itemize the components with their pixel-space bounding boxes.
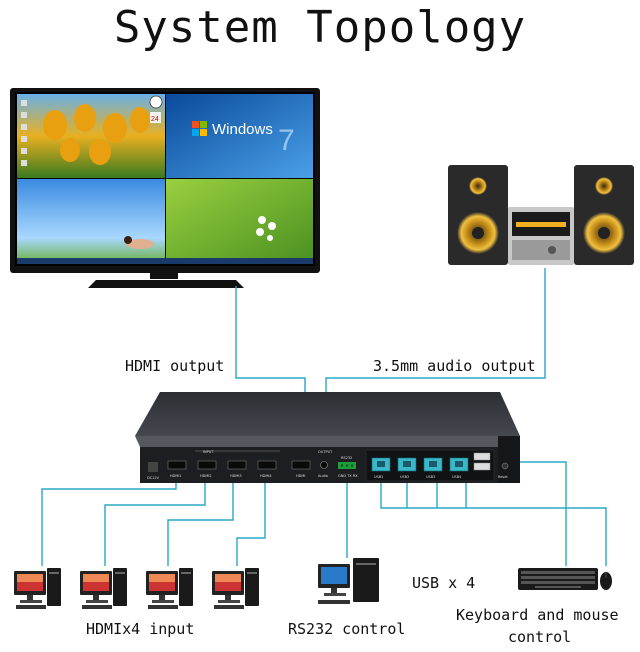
usb-host-ports — [473, 452, 491, 471]
hdmi-output-label: HDMI output — [125, 357, 225, 375]
mouse-icon — [600, 572, 612, 590]
rs232-sub-label: GND TX RX — [338, 474, 358, 478]
computer-icon — [80, 568, 127, 609]
tv-monitor: Windows 7 24 — [10, 88, 320, 288]
hdmi-input-label: HDMIx4 input — [86, 620, 195, 638]
device-output-label: OUTPUT — [318, 450, 333, 454]
page-title: System Topology — [113, 2, 527, 53]
keyboard-mouse-label-line2: control — [508, 628, 572, 646]
audio-jack — [320, 461, 328, 469]
audio-label: Audio — [318, 474, 328, 478]
kvm-switch-device: INPUT OUTPUT DC12V HDMI1 HDMI2 HDMI3 HDM… — [135, 392, 520, 483]
hdmi-out-label: HDMI — [296, 474, 305, 478]
hdmi3-label: HDMI3 — [230, 474, 242, 478]
usb2-label: USB2 — [400, 475, 409, 479]
hdmi4-label: HDMI4 — [260, 474, 272, 478]
usb1-label: USB1 — [374, 475, 383, 479]
clock-icon — [149, 95, 163, 109]
computer-icon — [212, 568, 259, 609]
computer-icons — [14, 568, 259, 609]
calendar-icon — [150, 112, 161, 123]
computer-icon — [146, 568, 193, 609]
tv-clock: 24 — [151, 116, 159, 123]
audio-output-label: 3.5mm audio output — [373, 357, 536, 375]
tv-windows-text: Windows — [212, 121, 273, 138]
keyboard-mouse-label: Keyboard and mouse — [456, 606, 619, 624]
rs232-computer-icon — [318, 558, 379, 604]
rs232-label: RS232 — [341, 456, 352, 460]
usb4-label: USB4 — [452, 475, 462, 479]
hdmi-input-ports: HDMI1 HDMI2 HDMI3 HDMI4 — [167, 460, 277, 478]
reset-button — [501, 462, 509, 470]
speaker-system — [448, 165, 634, 265]
keyboard-icon — [518, 568, 598, 590]
usb3-label: USB3 — [426, 475, 435, 479]
device-input-label: INPUT — [203, 450, 214, 454]
dc-power-port — [148, 462, 158, 472]
dc-port-label: DC12V — [147, 476, 160, 480]
hdmi1-label: HDMI1 — [170, 474, 182, 478]
usb-label: USB x 4 — [412, 574, 476, 592]
hdmi-output-port — [291, 460, 311, 470]
computer-icon — [14, 568, 61, 609]
hdmi2-label: HDMI2 — [200, 474, 212, 478]
rs232-control-label: RS232 control — [288, 620, 406, 638]
reset-label: Reset — [498, 475, 508, 479]
windows-logo-icon — [192, 121, 207, 136]
svg-text:7: 7 — [278, 124, 295, 157]
rs232-terminal: RS232 GND TX RX — [338, 456, 358, 478]
usb-ports: USB1 USB2 USB3 USB4 — [371, 457, 469, 479]
